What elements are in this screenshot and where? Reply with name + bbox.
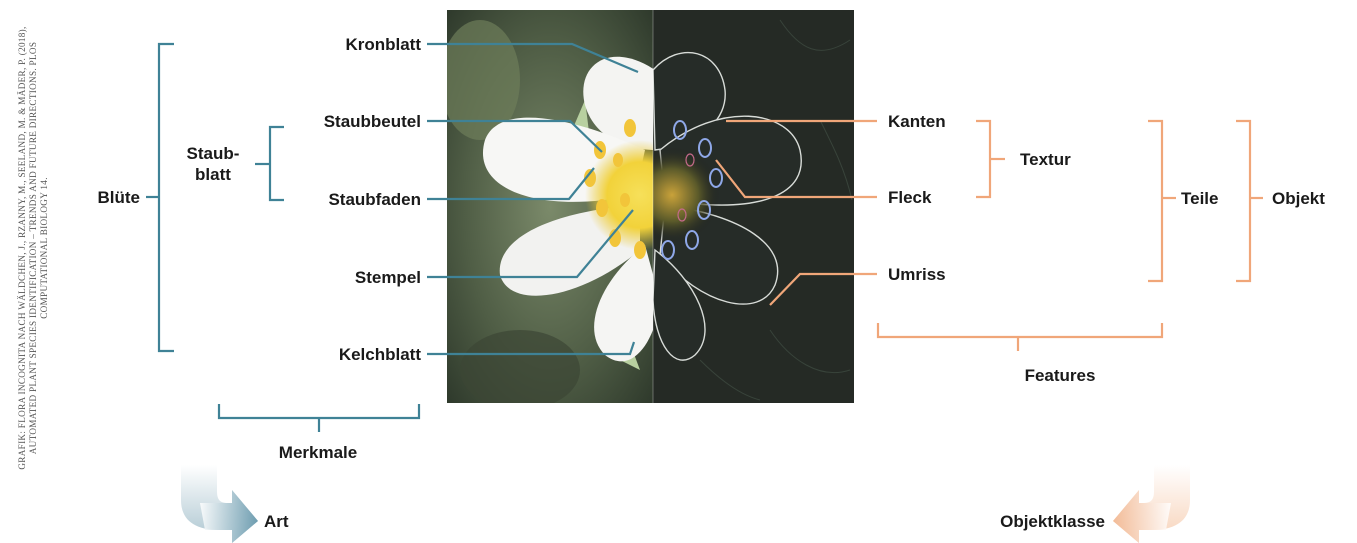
textur-bracket [976,121,990,197]
label-objektklasse: Objektklasse [1000,512,1105,531]
teile-bracket [1148,121,1162,281]
label-staubbeutel: Staubbeutel [324,112,421,131]
edge-detection-image [624,10,854,403]
label-staubblatt-line2: blatt [195,165,231,184]
label-bluete: Blüte [98,188,141,207]
art-arrow [181,465,258,543]
bluete-bracket [159,44,174,351]
label-staubfaden: Staubfaden [328,190,421,209]
label-kronblatt: Kronblatt [345,35,421,54]
label-features: Features [1025,366,1096,385]
objekt-bracket [1236,121,1250,281]
label-stempel: Stempel [355,268,421,287]
objektklasse-arrow [1113,465,1190,543]
label-kelchblatt: Kelchblatt [339,345,422,364]
label-teile: Teile [1181,189,1218,208]
label-staubblatt-line1: Staub- [187,144,240,163]
label-kanten: Kanten [888,112,946,131]
label-objekt: Objekt [1272,189,1325,208]
staubblatt-bracket [270,127,284,200]
label-fleck: Fleck [888,188,932,207]
label-umriss: Umriss [888,265,946,284]
left-connectors [146,44,447,432]
label-textur: Textur [1020,150,1071,169]
label-merkmale: Merkmale [279,443,357,462]
features-bracket [878,323,1162,337]
label-art: Art [264,512,289,531]
merkmale-bracket [219,404,419,418]
